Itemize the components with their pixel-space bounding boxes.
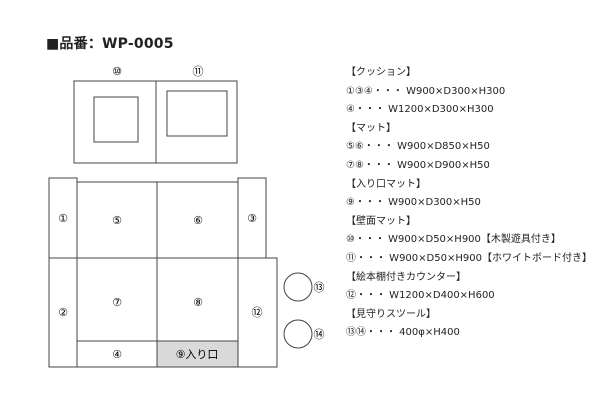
cushion-2 <box>48 257 78 368</box>
mat-5 <box>76 181 158 259</box>
mat-7 <box>76 257 158 342</box>
spec-line: ⑤⑥・・・ W900×D850×H50 <box>346 141 490 153</box>
page-title: ■品番：WP-0005 <box>46 36 174 52</box>
stool-13 <box>283 272 313 302</box>
label-mat-8: ⑧ <box>193 296 203 309</box>
label-cushion-1: ① <box>58 212 68 225</box>
label-cushion-2: ② <box>58 306 68 319</box>
label-stool-14: ⑭ <box>314 328 325 341</box>
spec-line: 【マット】 <box>346 122 396 134</box>
spec-line: ①③④・・・ W900×D300×H300 <box>346 85 506 97</box>
spec-line: ④・・・ W1200×D300×H300 <box>346 104 494 116</box>
label-stool-13: ⑬ <box>314 281 325 294</box>
label-mat-7: ⑦ <box>112 296 122 309</box>
label-mat-6: ⑥ <box>193 214 203 227</box>
label-wall-left: ⑩ <box>112 65 122 78</box>
mat-6 <box>156 181 239 259</box>
stool-14 <box>283 319 313 349</box>
label-entrance: ⑨入り口 <box>176 348 219 361</box>
spec-line: 【壁面マット】 <box>346 215 416 227</box>
spec-line: ⑨・・・ W900×D300×H50 <box>346 197 481 209</box>
label-cushion-4: ④ <box>112 348 122 361</box>
label-counter: ⑫ <box>252 306 263 319</box>
spec-line: 【クッション】 <box>346 67 416 78</box>
spec-line: ⑩・・・ W900×D50×H900【木製遊具付き】 <box>346 234 561 246</box>
spec-line: ⑬⑭・・・ 400φ×H400 <box>346 327 460 339</box>
spec-line: 【見守りスツール】 <box>346 308 436 320</box>
spec-line: ⑦⑧・・・ W900×D900×H50 <box>346 159 490 171</box>
whiteboard-frame <box>166 90 228 137</box>
spec-line: 【入り口マット】 <box>346 178 426 190</box>
wooden-toy-frame <box>93 96 139 143</box>
mat-8 <box>156 257 239 342</box>
label-cushion-3: ③ <box>247 212 257 225</box>
spec-line: ⑪・・・ W900×D50×H900【ホワイトボード付き】 <box>346 252 592 264</box>
label-wall-right: ⑪ <box>193 65 204 78</box>
spec-list: 【クッション】 ①③④・・・ W900×D300×H300 ④・・・ W1200… <box>346 64 608 343</box>
entrance-mat <box>156 340 239 368</box>
spec-line: ⑫・・・ W1200×D400×H600 <box>346 290 495 302</box>
cushion-3 <box>237 177 267 259</box>
counter-12 <box>237 257 278 368</box>
spec-line: 【絵本棚付きカウンター】 <box>346 271 466 283</box>
label-mat-5: ⑤ <box>112 214 122 227</box>
